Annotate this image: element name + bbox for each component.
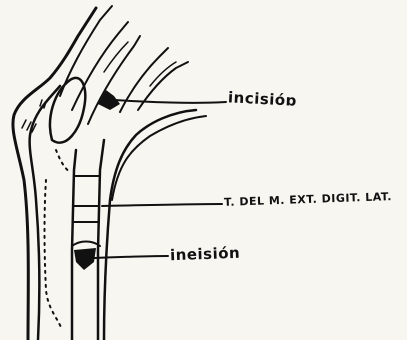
digit-3 bbox=[88, 36, 140, 124]
digit-7 bbox=[150, 62, 176, 86]
limb-outline-inner-left bbox=[30, 86, 60, 340]
dotted-outline-left bbox=[45, 180, 63, 330]
dotted-outline-upper bbox=[56, 150, 70, 172]
label-incision-top: incisióɒ bbox=[228, 88, 298, 110]
label-incision-bottom: ineisión bbox=[170, 244, 241, 264]
limb-outline-left bbox=[13, 8, 96, 340]
lower-incision-rim bbox=[72, 242, 100, 247]
lower-incision-mark bbox=[74, 248, 96, 270]
leader-line-top bbox=[114, 100, 226, 103]
leader-line-tendon bbox=[102, 204, 222, 206]
limb-outline-right bbox=[104, 110, 196, 340]
joint-oval bbox=[50, 78, 85, 143]
limb-outline-right-outer bbox=[112, 116, 206, 200]
